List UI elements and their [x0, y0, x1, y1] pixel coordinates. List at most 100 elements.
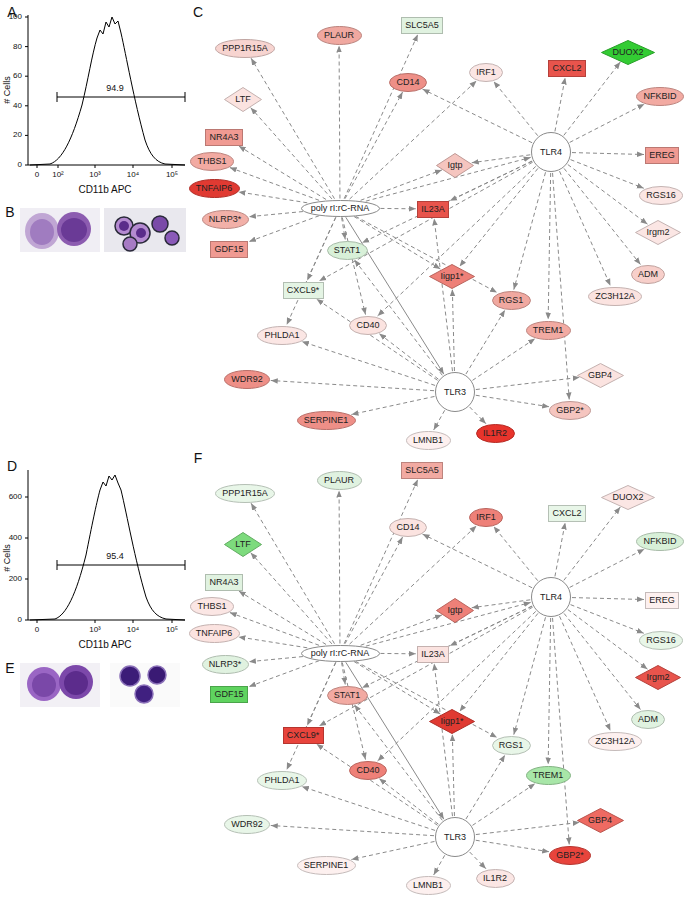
gene-node: PHLDA1: [257, 771, 307, 790]
axis-tick: 10⁴: [127, 171, 139, 179]
node-outline: [317, 26, 361, 44]
node-outline: [640, 631, 683, 649]
gene-node: NFKBID: [636, 87, 684, 106]
gene-node: Iigp1*: [429, 709, 475, 734]
node-outline: [436, 373, 475, 412]
node-outline: [202, 210, 248, 228]
node-outline: [402, 17, 443, 33]
node-outline: [225, 87, 262, 111]
histogram: [25, 470, 185, 623]
node-label: NR4A3: [209, 133, 238, 142]
regulation-arrow: [555, 522, 565, 576]
regulation-arrow: [319, 607, 533, 726]
gene-node: IRF1: [469, 508, 503, 527]
gene-node: ADM: [631, 710, 665, 729]
node-label: GBP4: [588, 816, 612, 825]
regulation-arrow: [344, 479, 418, 643]
node-outline: [350, 316, 387, 334]
gene-node: CD40: [349, 316, 387, 335]
regulation-arrow: [476, 840, 549, 851]
gate-percentage: 95.4: [106, 552, 124, 561]
cell: [59, 665, 93, 699]
node-label: PPP1R15A: [222, 44, 268, 53]
gene-node: LMNB1: [406, 431, 451, 450]
node-outline: [526, 321, 570, 339]
regulation-arrow: [422, 534, 532, 588]
node-label: CXCL2: [552, 64, 581, 73]
cell: [165, 231, 179, 245]
gene-node: WDR92: [224, 815, 270, 834]
node-label: CXCL2: [552, 509, 581, 518]
regulation-arrow: [344, 34, 418, 198]
node-label: SERPINE1: [304, 416, 349, 425]
regulation-arrow: [366, 157, 531, 201]
node-outline: [211, 686, 248, 702]
hub-node: poly rI:rC-RNA: [301, 200, 380, 217]
gene-node: RGS16: [639, 631, 683, 650]
gene-node: Igtp: [436, 598, 474, 623]
regulation-arrow: [422, 89, 532, 143]
axis-tick: 10⁵: [166, 626, 178, 634]
node-outline: [549, 505, 586, 521]
histogram: [25, 15, 185, 168]
regulation-arrow: [379, 334, 438, 380]
regulation-arrow: [555, 77, 565, 131]
node-label: IL1R2: [483, 874, 507, 883]
gene-node: ADM: [631, 265, 665, 284]
node-label: TREM1: [533, 771, 564, 780]
regulation-arrow: [570, 104, 645, 142]
gene-node: NLRP3*: [202, 210, 249, 229]
regulation-arrow: [249, 216, 319, 242]
node-outline: [436, 818, 475, 857]
cell-nucleus: [30, 219, 54, 245]
regulation-arrow: [553, 618, 570, 845]
axis-tick: 400: [9, 534, 22, 542]
axis-title: CD11b APC: [78, 640, 131, 650]
node-label: LMNB1: [413, 881, 443, 890]
node-label: IRF1: [476, 68, 496, 77]
node-label: RGS16: [646, 191, 676, 200]
node-outline: [636, 665, 681, 689]
cell-nucleus: [61, 218, 87, 242]
regulation-arrow: [350, 526, 477, 644]
node-outline: [636, 220, 681, 244]
cell: [25, 213, 59, 249]
node-label: Iigp1*: [440, 717, 463, 726]
axis-tick: 10³: [89, 171, 101, 179]
node-label: EREG: [649, 151, 675, 160]
gene-node: SERPINE1: [297, 411, 356, 430]
node-outline: [602, 485, 655, 509]
regulation-arrow: [452, 734, 454, 816]
gene-node: Iigp1*: [429, 264, 475, 289]
regulation-arrow: [302, 787, 435, 831]
node-label: SLC5A5: [405, 466, 439, 475]
node-label: PHLDA1: [264, 331, 299, 340]
node-label: TLR3: [444, 388, 466, 397]
regulation-arrow: [287, 662, 336, 769]
regulation-arrow: [460, 168, 538, 266]
node-outline: [402, 462, 443, 478]
gene-node: RGS16: [639, 186, 683, 205]
regulation-arrow: [434, 663, 452, 816]
regulation-arrow: [362, 161, 532, 243]
gene-node: PPP1R15A: [215, 484, 275, 503]
node-outline: [216, 39, 275, 57]
cell-nucleus: [136, 228, 146, 238]
node-label: WDR92: [231, 820, 263, 829]
regulation-arrow: [366, 602, 531, 646]
axis-tick: 0: [18, 161, 22, 169]
gene-node: GDF15: [210, 241, 248, 258]
regulation-arrow: [361, 615, 442, 645]
node-label: IL23A: [421, 650, 445, 659]
node-label: GBP4: [588, 371, 612, 380]
regulation-arrow: [319, 162, 533, 281]
node-label: TREM1: [533, 326, 564, 335]
node-outline: [637, 87, 684, 105]
node-outline: [550, 846, 591, 864]
node-outline: [406, 431, 450, 449]
axis-tick: 0: [35, 171, 39, 179]
hub-node: poly rI:rC-RNA: [301, 645, 380, 662]
hub-node: TLR3: [435, 817, 475, 857]
